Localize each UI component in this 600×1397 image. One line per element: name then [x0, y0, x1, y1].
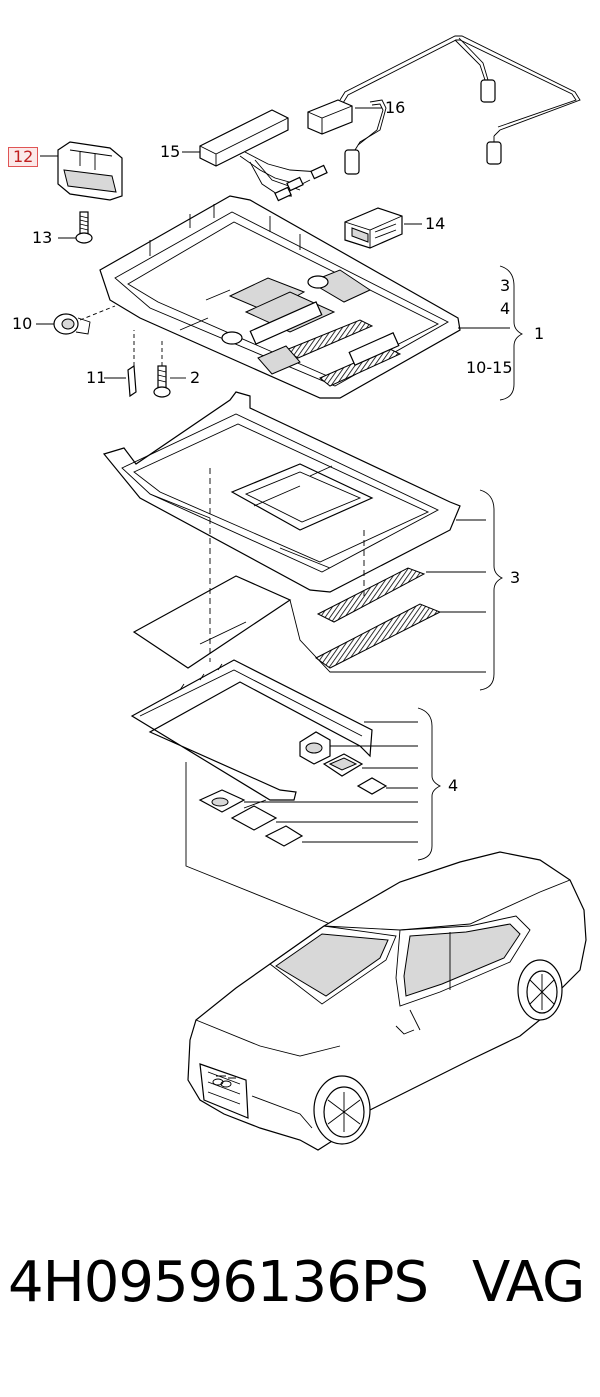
callout-15: 15 [160, 142, 181, 161]
callout-4-top: 4 [500, 299, 511, 318]
car-illustration [187, 851, 587, 1151]
callout-13: 13 [32, 228, 53, 247]
trim-panel-part-3 [102, 391, 486, 673]
module-part-15 [182, 109, 328, 202]
callout-3-top: 3 [500, 276, 511, 295]
roof-console-assembly [99, 195, 510, 399]
callout-1: 1 [534, 324, 545, 343]
callout-4-bottom: 4 [448, 776, 459, 795]
bracket-1 [499, 265, 524, 401]
callout-11: 11 [86, 368, 107, 387]
screw-part-2 [153, 340, 186, 398]
clip-part-10 [36, 305, 116, 335]
bracket-3 [479, 489, 504, 691]
bracket-4 [417, 707, 442, 861]
callout-16: 16 [385, 98, 406, 117]
brand-name: VAG [472, 1250, 585, 1315]
callout-2: 2 [190, 368, 201, 387]
callout-10-15: 10-15 [466, 358, 513, 377]
callout-3-middle: 3 [510, 568, 521, 587]
callout-12: 12 [8, 147, 39, 167]
callout-14: 14 [425, 214, 446, 233]
part-number: 4H09596136PS [8, 1250, 429, 1315]
harness-part-16 [307, 35, 581, 175]
screw-part-13 [58, 211, 93, 244]
connector-part-14 [344, 207, 422, 249]
clip-part-11 [104, 330, 137, 398]
lamp-unit-part-12 [40, 141, 123, 201]
callout-10: 10 [12, 314, 33, 333]
light-frame-part-4 [130, 659, 418, 941]
